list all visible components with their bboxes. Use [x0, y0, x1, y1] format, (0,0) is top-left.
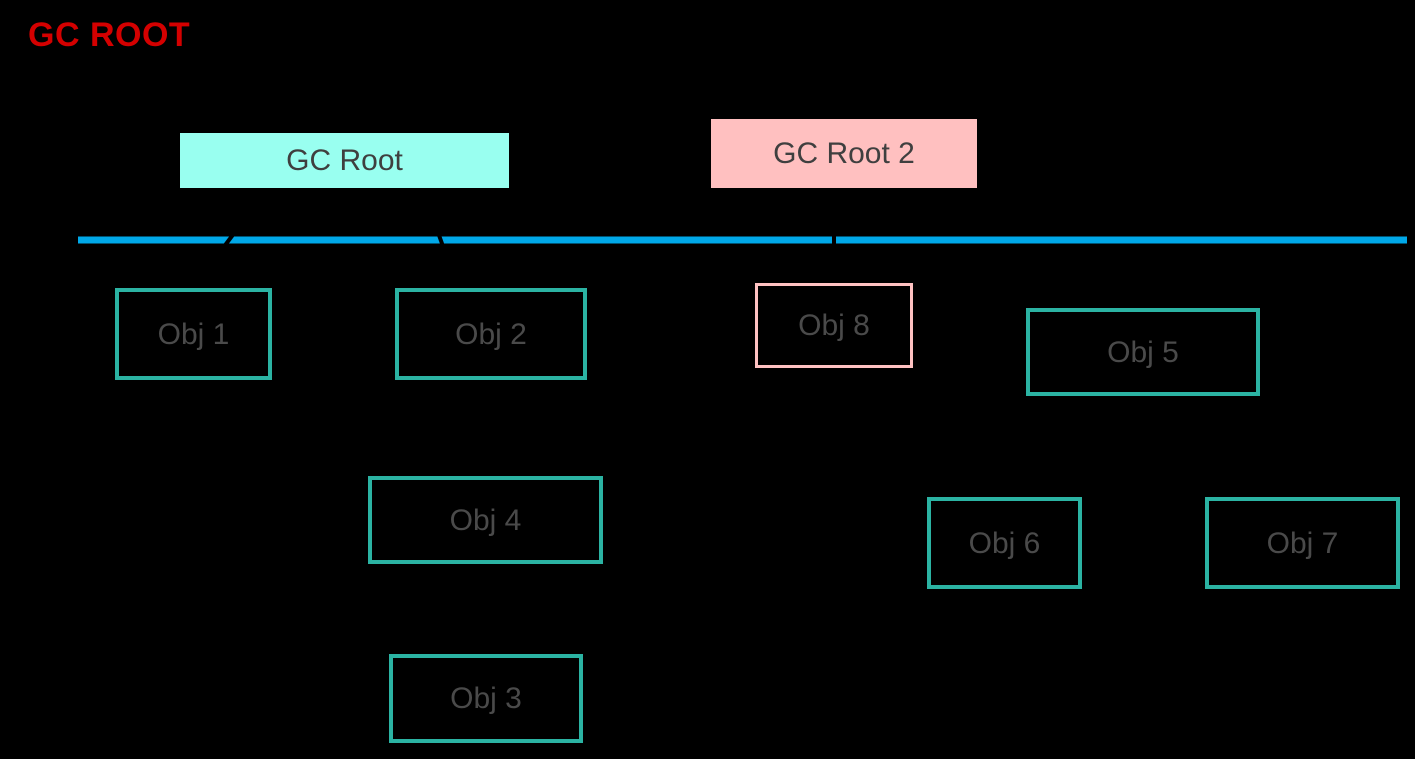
node-obj-4[interactable]: Obj 4 — [368, 476, 603, 564]
node-label-obj-7: Obj 7 — [1266, 526, 1339, 560]
edge-crossing-gc-root-1 — [437, 234, 445, 246]
node-obj-2[interactable]: Obj 2 — [395, 288, 587, 380]
node-label-obj-4: Obj 4 — [449, 503, 522, 537]
node-label-obj-8: Obj 8 — [798, 309, 870, 342]
edge-gc-root-1-to-obj-1 — [191, 187, 270, 290]
node-label-obj-3: Obj 3 — [450, 682, 522, 715]
node-obj-6[interactable]: Obj 6 — [927, 497, 1082, 589]
node-obj-7[interactable]: Obj 7 — [1205, 497, 1400, 589]
edge-crossing-gc-root-1 — [223, 233, 235, 247]
page-title: GC ROOT — [28, 16, 191, 54]
node-obj-5[interactable]: Obj 5 — [1026, 308, 1260, 396]
node-label-obj-6: Obj 6 — [968, 526, 1041, 560]
edge-obj-5-to-obj-7 — [1208, 394, 1304, 499]
node-obj-1[interactable]: Obj 1 — [115, 288, 272, 380]
node-label-gc-root-2: GC Root 2 — [773, 137, 915, 170]
edge-gc-root-1-to-obj-2 — [420, 187, 461, 290]
node-label-gc-root-1: GC Root — [286, 144, 403, 177]
node-label-obj-5: Obj 5 — [1107, 335, 1179, 369]
edge-obj-5-to-obj-6 — [1002, 395, 1082, 499]
node-obj-3[interactable]: Obj 3 — [389, 654, 583, 743]
node-gc-root-1[interactable]: GC Root — [180, 133, 509, 188]
node-gc-root-2[interactable]: GC Root 2 — [711, 119, 977, 188]
node-label-obj-2: Obj 2 — [455, 317, 527, 351]
node-label-obj-1: Obj 1 — [157, 317, 230, 351]
node-obj-8[interactable]: Obj 8 — [755, 283, 913, 368]
